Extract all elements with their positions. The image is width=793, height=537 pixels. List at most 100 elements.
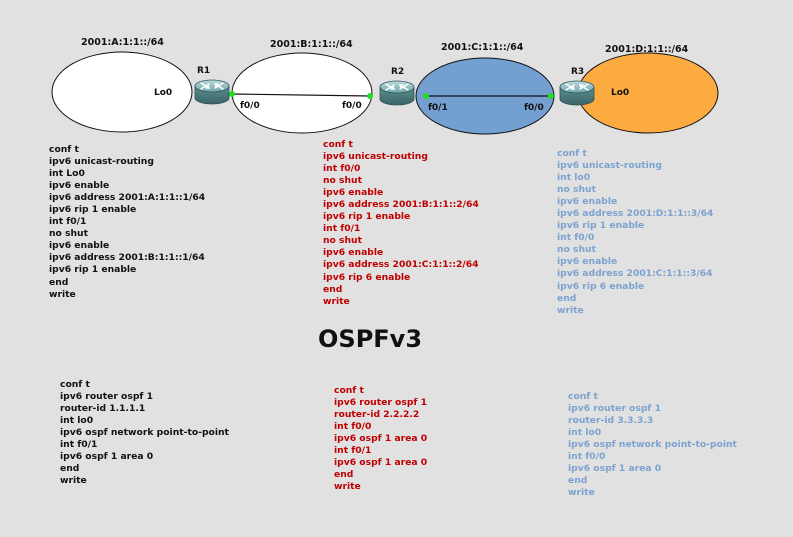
config-line: no shut bbox=[557, 184, 596, 196]
config-line: write bbox=[557, 304, 584, 316]
config-line: int f0/0 bbox=[323, 163, 361, 175]
config-line: end bbox=[334, 469, 354, 481]
config-line: ipv6 unicast-routing bbox=[557, 160, 662, 172]
config-line: ipv6 rip 6 enable bbox=[323, 271, 411, 283]
config-line: ipv6 enable bbox=[323, 247, 384, 259]
config-line: ipv6 rip 1 enable bbox=[49, 264, 137, 276]
config-line: ipv6 address 2001:C:1:1::3/64 bbox=[557, 268, 713, 280]
link-dot-r2-f01 bbox=[423, 93, 429, 99]
config-line: write bbox=[568, 487, 595, 499]
config-line: int lo0 bbox=[568, 427, 602, 439]
router-r1-icon[interactable] bbox=[194, 79, 230, 105]
router-r2-label: R2 bbox=[391, 67, 404, 77]
config-line: conf t bbox=[60, 379, 90, 390]
config-line: ipv6 enable bbox=[49, 240, 110, 252]
config-line: ipv6 router ospf 1 bbox=[334, 397, 427, 409]
router-r3-icon[interactable] bbox=[559, 80, 595, 106]
config-line: ipv6 ospf network point-to-point bbox=[60, 427, 229, 439]
config-line: conf t bbox=[334, 385, 364, 396]
config-line: int f0/0 bbox=[568, 451, 606, 463]
config-line: ipv6 rip 1 enable bbox=[323, 211, 411, 223]
config-line: conf t bbox=[49, 144, 79, 155]
config-line: ipv6 unicast-routing bbox=[323, 151, 428, 163]
config-line: write bbox=[49, 288, 76, 300]
config-line: ipv6 unicast-routing bbox=[49, 156, 154, 168]
config-line: write bbox=[323, 295, 350, 307]
config-line: ipv6 ospf network point-to-point bbox=[568, 439, 737, 451]
config-line: end bbox=[60, 463, 80, 475]
config-line: no shut bbox=[557, 244, 596, 256]
config-line: ipv6 address 2001:D:1:1::3/64 bbox=[557, 208, 714, 220]
config-line: ipv6 address 2001:B:1:1::1/64 bbox=[49, 252, 205, 264]
config-line: ipv6 rip 1 enable bbox=[49, 204, 137, 216]
config-line: ipv6 address 2001:C:1:1::2/64 bbox=[323, 259, 479, 271]
ospfv3-section-title: OSPFv3 bbox=[318, 325, 423, 353]
config-line: router-id 1.1.1.1 bbox=[60, 403, 146, 415]
config-line: ipv6 ospf 1 area 0 bbox=[60, 451, 154, 463]
config-line: conf t bbox=[557, 148, 587, 159]
config-line: write bbox=[334, 481, 361, 493]
config-line: end bbox=[323, 283, 343, 295]
config-line: ipv6 ospf 1 area 0 bbox=[334, 433, 428, 445]
r2-f01-label: f0/1 bbox=[428, 103, 448, 113]
network-b-ellipse bbox=[231, 52, 373, 134]
config-line: ipv6 router ospf 1 bbox=[568, 403, 661, 415]
r2-f00-label: f0/0 bbox=[342, 101, 362, 111]
config-line: int f0/1 bbox=[323, 223, 361, 235]
network-c-label: 2001:C:1:1::/64 bbox=[441, 42, 524, 53]
config-line: int lo0 bbox=[557, 172, 591, 184]
config-line: write bbox=[60, 475, 87, 487]
r3-lo0-label: Lo0 bbox=[611, 88, 629, 98]
config-line: ipv6 address 2001:A:1:1::1/64 bbox=[49, 192, 206, 204]
network-b-label: 2001:B:1:1::/64 bbox=[270, 39, 353, 50]
config-line: ipv6 enable bbox=[49, 180, 110, 192]
config-line: end bbox=[49, 276, 69, 288]
router-r3-label: R3 bbox=[571, 67, 584, 77]
config-line: end bbox=[568, 475, 588, 487]
config-line: ipv6 ospf 1 area 0 bbox=[334, 457, 428, 469]
config-line: conf t bbox=[568, 391, 598, 402]
network-d-ellipse bbox=[577, 52, 719, 134]
network-a-ellipse bbox=[51, 51, 193, 133]
config-line: ipv6 address 2001:B:1:1::2/64 bbox=[323, 199, 479, 211]
config-line: ipv6 ospf 1 area 0 bbox=[568, 463, 662, 475]
router-r2-icon[interactable] bbox=[379, 80, 415, 106]
config-line: ipv6 enable bbox=[323, 187, 384, 199]
config-line: int f0/1 bbox=[60, 439, 98, 451]
config-line: router-id 3.3.3.3 bbox=[568, 415, 654, 427]
router-r1-label: R1 bbox=[197, 66, 210, 76]
link-dot-r3-f00 bbox=[548, 93, 554, 99]
config-line: conf t bbox=[323, 139, 353, 150]
config-line: int f0/1 bbox=[334, 445, 372, 457]
config-line: ipv6 enable bbox=[557, 256, 618, 268]
config-line: int f0/0 bbox=[557, 232, 595, 244]
config-line: int Lo0 bbox=[49, 168, 85, 180]
config-line: ipv6 router ospf 1 bbox=[60, 391, 153, 403]
config-line: no shut bbox=[49, 228, 88, 240]
r1-lo0-label: Lo0 bbox=[154, 88, 172, 98]
r1-f00-label: f0/0 bbox=[240, 101, 260, 111]
link-r1-r2 bbox=[231, 93, 371, 97]
config-line: ipv6 rip 1 enable bbox=[557, 220, 645, 232]
config-line: int f0/1 bbox=[49, 216, 87, 228]
network-topology-diagram: 2001:A:1:1::/64 2001:B:1:1::/64 2001:C:1… bbox=[51, 37, 719, 135]
config-line: no shut bbox=[323, 235, 362, 247]
config-line: ipv6 rip 6 enable bbox=[557, 280, 645, 292]
config-line: end bbox=[557, 292, 577, 304]
link-dot-r1-f00 bbox=[229, 91, 235, 97]
config-line: ipv6 enable bbox=[557, 196, 618, 208]
config-line: int lo0 bbox=[60, 415, 94, 427]
config-line: router-id 2.2.2.2 bbox=[334, 409, 420, 421]
link-dot-r2-f00 bbox=[367, 93, 373, 99]
r3-f00-label: f0/0 bbox=[524, 103, 544, 113]
network-d-label: 2001:D:1:1::/64 bbox=[605, 44, 689, 55]
config-line: int f0/0 bbox=[334, 421, 372, 433]
network-a-label: 2001:A:1:1::/64 bbox=[81, 37, 164, 48]
config-line: no shut bbox=[323, 175, 362, 187]
